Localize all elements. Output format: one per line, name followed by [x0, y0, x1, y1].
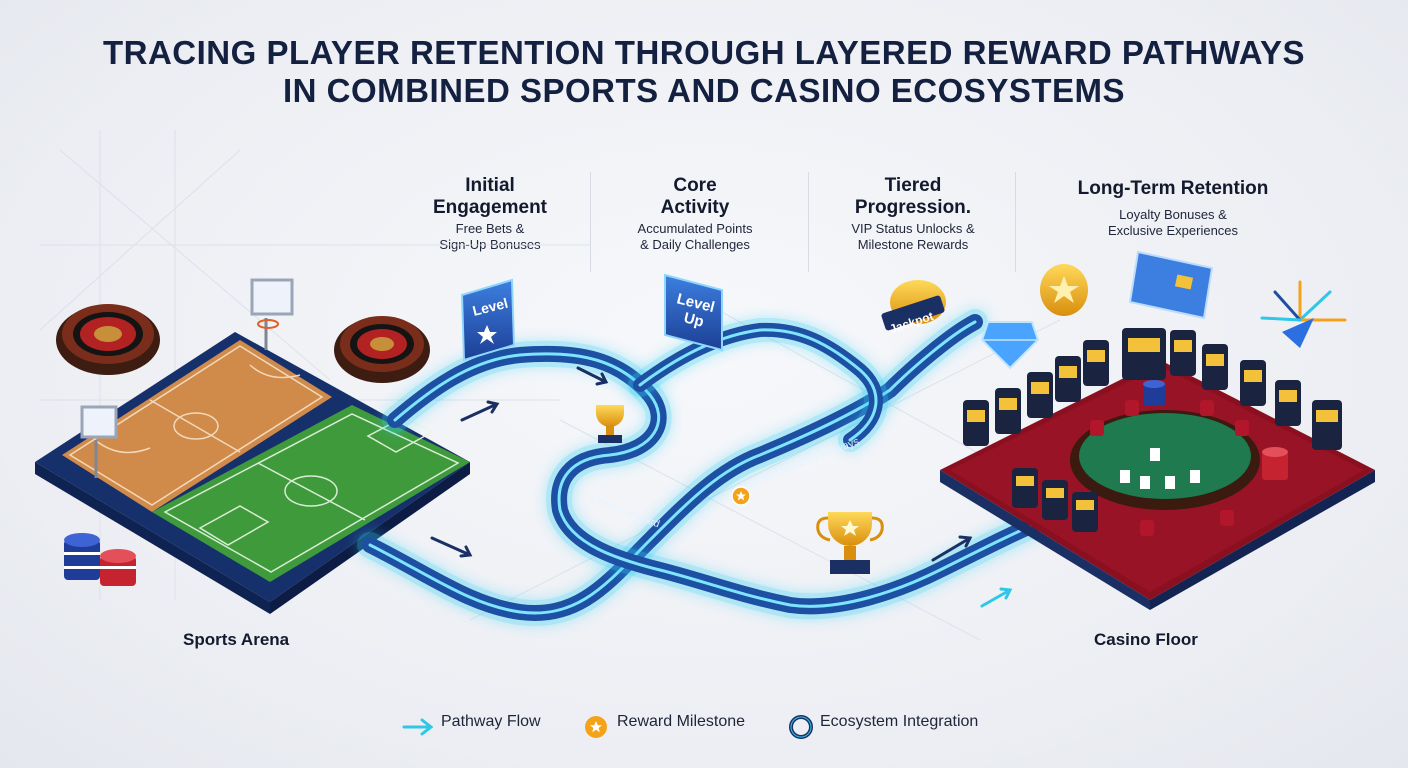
level-up-text-2: Up: [682, 309, 706, 330]
stage-title-line: Activity: [660, 197, 730, 218]
chip-stack-blue: [64, 533, 100, 580]
gold-coin-icon: [1040, 264, 1088, 316]
stage-long-term-retention-sub: Loyalty Bonuses & Exclusive Experiences: [1078, 207, 1268, 239]
legend-reward-milestone: Reward Milestone: [617, 713, 745, 731]
legend-ecosystem-integration: Ecosystem Integration: [820, 713, 978, 731]
stage-divider: [590, 172, 591, 272]
level-badge-1: Level: [460, 278, 516, 362]
stage-tiered-progression-sub: VIP Status Unlocks & Milestone Rewards: [818, 221, 1008, 253]
slot-machine: [1072, 492, 1098, 532]
legend-pathway-flow: Pathway Flow: [441, 713, 541, 731]
slot-machine: [1083, 340, 1109, 386]
path-label-lower: Layered Reward: [589, 493, 661, 531]
stage-core-activity-title: Core Activity: [610, 175, 780, 219]
chip-stack-red: [100, 549, 136, 586]
stage-divider: [1015, 172, 1016, 272]
slot-machine: [1275, 380, 1301, 426]
stage-title-line: Progression.: [854, 197, 972, 218]
stage-sub-line: VIP Status Unlocks &: [851, 221, 975, 236]
legend-label: Reward Milestone: [617, 713, 746, 730]
diamond-icon: [980, 321, 1040, 370]
stage-sub-line: Milestone Rewards: [857, 237, 969, 252]
legend-arrow-icon: [402, 718, 434, 736]
legend-label: Ecosystem Integration: [820, 713, 979, 730]
title-line-1: TRACING PLAYER RETENTION THROUGH LAYERED…: [102, 34, 1306, 71]
title-line-2: IN COMBINED SPORTS AND CASINO ECOSYSTEMS: [282, 72, 1126, 109]
basketball-court: [62, 340, 332, 512]
confetti-icon: [1260, 280, 1347, 348]
trophy-small: [596, 405, 624, 443]
slot-machine: [1042, 480, 1068, 520]
legend-ring-icon: [789, 715, 813, 739]
slot-machine: [995, 388, 1021, 434]
stage-sub-line: & Daily Challenges: [640, 237, 750, 252]
stage-initial-engagement-title: Initial Engagement: [405, 175, 575, 219]
slot-machines: [963, 328, 1342, 532]
stage-title-line: Core: [673, 175, 717, 196]
sports-arena-label: Sports Arena: [183, 630, 290, 649]
casino-floor-illustration: [940, 328, 1375, 610]
stage-core-activity-sub: Accumulated Points & Daily Challenges: [600, 221, 790, 253]
slot-machine: [1170, 330, 1196, 376]
reward-pathway: [357, 309, 1058, 627]
stage-sub-line: Exclusive Experiences: [1107, 223, 1239, 238]
slot-machine: [1312, 400, 1342, 450]
casino-floor-label: Casino Floor: [1094, 630, 1198, 649]
slot-machine: [1240, 360, 1266, 406]
slot-machine: [1027, 372, 1053, 418]
stage-long-term-retention-title: Long-Term Retention: [1048, 178, 1298, 200]
legend-star-medal-icon: [585, 716, 607, 738]
stage-title-line: Initial: [465, 175, 515, 196]
reward-milestone-star: [731, 486, 751, 506]
sports-arena-illustration: [35, 278, 470, 614]
roulette-wheel-right: [334, 316, 430, 383]
vip-card-icon: [1128, 250, 1214, 320]
stage-sub-line: Loyalty Bonuses &: [1119, 207, 1227, 222]
slot-machine: [1012, 468, 1038, 508]
stage-sub-line: Accumulated Points: [637, 221, 753, 236]
slot-machine: [1055, 356, 1081, 402]
legend-label: Pathway Flow: [441, 713, 541, 730]
level-up-badge: Level Up: [664, 273, 723, 352]
roulette-wheel-left: [56, 304, 160, 375]
flow-arrows: [430, 366, 973, 562]
slot-machine: [1202, 344, 1228, 390]
stage-divider: [808, 172, 809, 272]
stage-title-line: Long-Term Retention: [1077, 178, 1269, 199]
jackpot-coin: Jackpot: [881, 280, 946, 336]
stage-sub-line: Free Bets &: [455, 221, 525, 236]
slot-machine: [1122, 328, 1166, 380]
casino-chip-stack: [1143, 380, 1288, 480]
stage-tiered-progression-title: Tiered Progression.: [828, 175, 998, 219]
slot-machine: [963, 400, 989, 446]
stage-title-line: Tiered: [884, 175, 942, 196]
stage-title-line: Engagement: [432, 197, 548, 218]
trophy-large: [816, 512, 884, 574]
